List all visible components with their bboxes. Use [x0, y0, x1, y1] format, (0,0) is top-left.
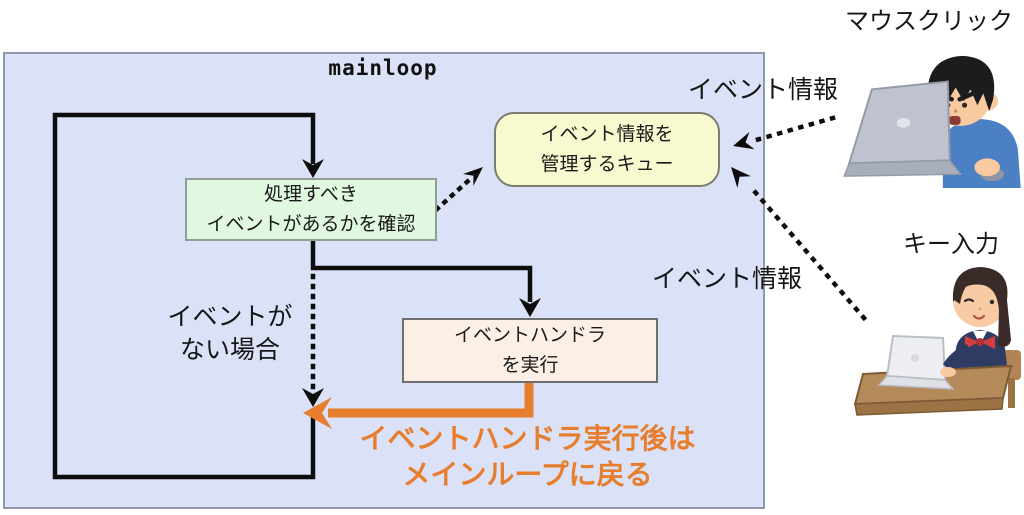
girl-head	[952, 267, 1011, 347]
girl-body	[953, 330, 1008, 374]
boy-hand-on-mouse	[974, 158, 1004, 182]
boy-body	[942, 119, 1021, 188]
check-events-line1: 処理すべき	[264, 183, 358, 206]
white-laptop	[877, 334, 955, 390]
key-event-dotted	[745, 181, 868, 322]
no-event-label: イベントが ない場合	[150, 301, 310, 366]
key-input-label: キー入力	[903, 230, 999, 258]
event-queue-box: イベント情報を 管理するキュー	[494, 112, 720, 187]
check-events-line2: イベントがあるかを確認	[206, 212, 416, 235]
return-note-line1: イベントハンドラ実行後は	[359, 422, 696, 455]
event-queue-line1: イベント情報を	[540, 123, 674, 146]
mouse-event-dotted	[753, 115, 836, 143]
girl-arm	[940, 344, 971, 377]
mainloop-title: mainloop	[328, 56, 438, 80]
mouse-click-label: マウスクリック	[845, 7, 1013, 35]
no-event-line2: ない場合	[179, 334, 280, 364]
run-handler-line1: イベントハンドラ	[453, 324, 606, 347]
event-info-label-bottom: イベント情報	[652, 264, 803, 293]
no-event-line1: イベントが	[167, 302, 293, 331]
event-info-label-top: イベント情報	[688, 75, 839, 104]
gray-laptop	[843, 80, 963, 177]
run-handler-line2: を実行	[501, 353, 559, 376]
boy-at-laptop-illustration	[843, 55, 1021, 188]
return-note-line2: メインループに戻る	[402, 457, 653, 491]
event-queue-line2: 管理するキュー	[540, 152, 674, 175]
run-handler-box: イベントハンドラ を実行	[402, 318, 658, 383]
return-note-label: イベントハンドラ実行後は メインループに戻る	[320, 421, 735, 493]
check-events-box: 処理すべき イベントがあるかを確認	[185, 178, 437, 241]
girl-at-laptop-illustration	[853, 267, 1021, 416]
